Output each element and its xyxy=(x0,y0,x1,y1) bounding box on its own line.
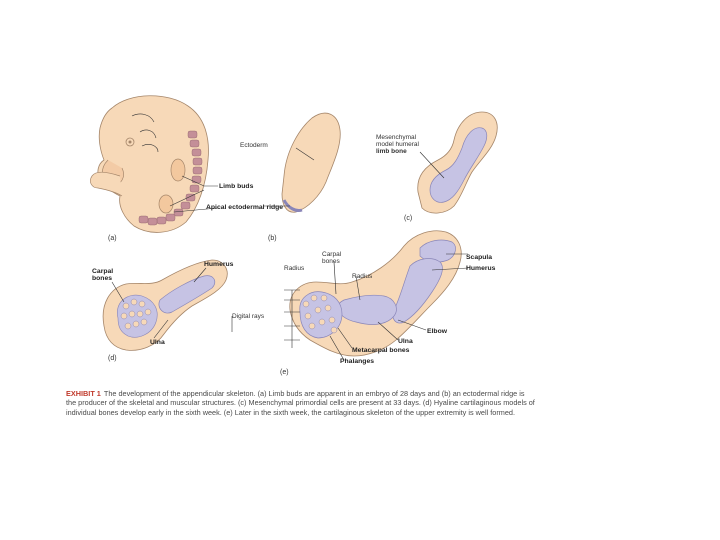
label-mesenchymal: Mesenchymal model humeral limb bone xyxy=(376,134,421,155)
limb-d-humerus xyxy=(158,275,216,314)
limb-c-core xyxy=(429,127,488,203)
lower-limb-bud xyxy=(158,194,174,214)
apical-ridge-b xyxy=(282,199,303,212)
embryo-eye xyxy=(125,137,135,147)
label-digital-rays: Digital rays xyxy=(232,313,265,320)
label-phalanges: Phalanges xyxy=(340,358,374,365)
panel-c-mesenchymal: Mesenchymal model humeral limb bone (c) xyxy=(376,111,498,222)
label-radius-e: Radius xyxy=(284,265,305,272)
label-ulna-d: Ulna xyxy=(150,339,165,346)
panel-b-limb-bud: Ectoderm (b) xyxy=(240,112,341,242)
label-humerus-e: Humerus xyxy=(466,265,496,272)
panel-a-embryo: Limb buds Apical ectodermal ridge (a) xyxy=(90,95,283,242)
label-scapula: Scapula xyxy=(466,254,492,261)
label-apical-ridge: Apical ectodermal ridge xyxy=(206,204,283,211)
limb-bud-shape xyxy=(281,112,341,213)
caption-head: EXHIBIT 1 xyxy=(66,389,101,398)
panel-label-a: (a) xyxy=(108,235,117,242)
limb-e-phalanges xyxy=(302,294,338,334)
label-ectoderm: Ectoderm xyxy=(240,142,268,149)
upper-limb-bud xyxy=(170,158,186,182)
label-limb-buds: Limb buds xyxy=(219,183,254,190)
caption-text: The development of the appendicular skel… xyxy=(66,389,535,417)
panel-label-c: (c) xyxy=(404,215,412,222)
label-radius-e2: Radius xyxy=(352,273,373,280)
panel-label-b: (b) xyxy=(268,235,277,242)
limb-d-digit-cells xyxy=(120,298,152,330)
panel-label-e: (e) xyxy=(280,369,289,376)
label-metacarpal: Metacarpal bones xyxy=(352,347,410,354)
panel-label-d: (d) xyxy=(108,355,117,362)
label-ulna-e: Ulna xyxy=(398,338,413,345)
embryo-stalk xyxy=(90,171,123,197)
label-elbow: Elbow xyxy=(427,328,448,335)
embryo-somites xyxy=(138,130,203,226)
embryo-body xyxy=(97,95,209,233)
label-humerus-d: Humerus xyxy=(204,261,234,268)
